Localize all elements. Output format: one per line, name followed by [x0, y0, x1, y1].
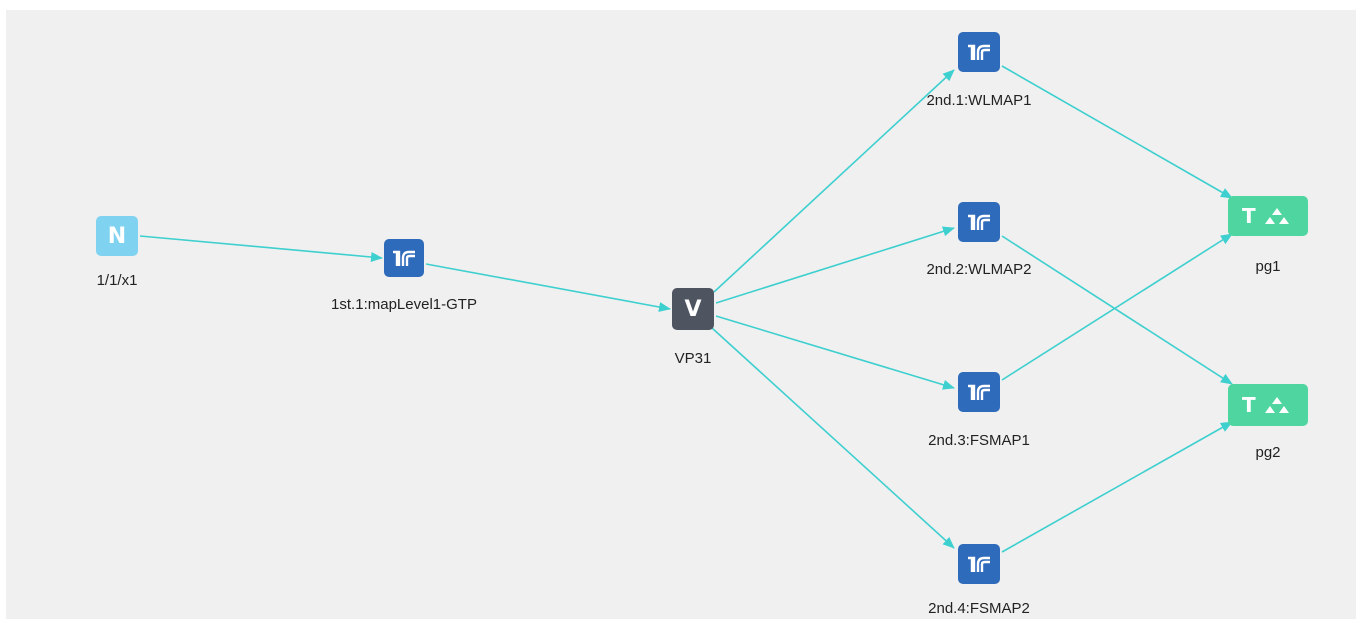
node-label: VP31 [674, 350, 712, 367]
map-icon [958, 544, 1000, 584]
node-glyph: V [684, 296, 702, 322]
node-label: 2nd.3:FSMAP1 [928, 432, 1030, 449]
letter-n-icon: N [96, 216, 138, 256]
people-group-icon [1264, 208, 1289, 224]
node-label: 1st.1:mapLevel1-GTP [331, 296, 477, 313]
letter-v-icon: V [672, 288, 714, 330]
map-icon [958, 202, 1000, 242]
node-glyph: N [107, 223, 127, 249]
node-glyph: T [1242, 204, 1256, 228]
node-label: 1/1/x1 [96, 272, 138, 289]
node-label: 2nd.4:FSMAP2 [928, 600, 1030, 617]
node-label: pg1 [1255, 258, 1281, 275]
node-label: pg2 [1255, 444, 1281, 461]
map-icon [958, 32, 1000, 72]
node-glyph: T [1242, 393, 1256, 417]
tool-group-icon: T [1228, 196, 1308, 236]
map-icon [384, 239, 424, 277]
tool-group-icon: T [1228, 384, 1308, 426]
map-icon [958, 372, 1000, 412]
node-label: 2nd.1:WLMAP1 [926, 92, 1032, 109]
node-label: 2nd.2:WLMAP2 [926, 261, 1032, 278]
people-group-icon [1264, 397, 1289, 413]
